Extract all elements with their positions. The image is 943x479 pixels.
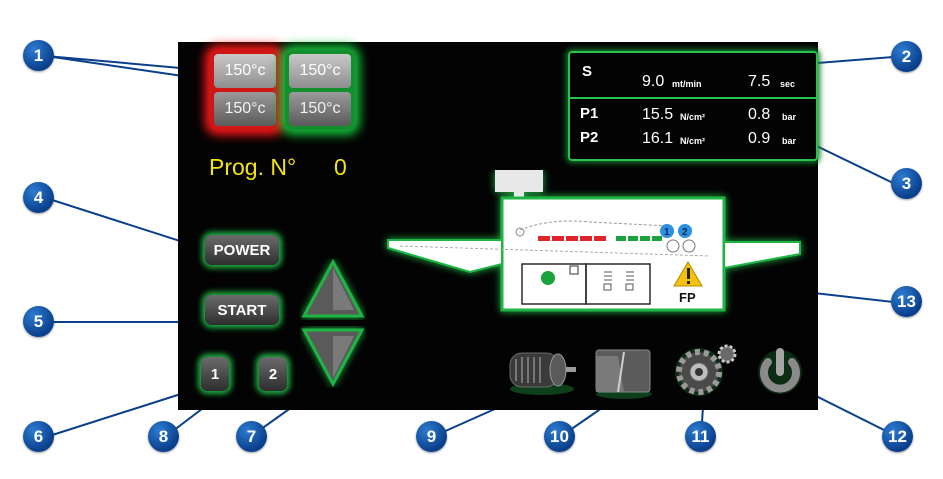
p1-bar-value: 0.8 — [748, 106, 771, 123]
speed-label: S — [582, 63, 593, 80]
motor-icon[interactable] — [500, 345, 580, 401]
heater-1[interactable]: 150°c 150°c — [210, 50, 280, 130]
panel-divider — [570, 97, 816, 99]
arrow-down-button[interactable] — [300, 326, 366, 388]
warning-icon[interactable] — [673, 261, 703, 287]
program-display[interactable]: Prog. N° 0 — [209, 154, 347, 181]
gear-icon[interactable] — [665, 340, 741, 400]
folder-icon[interactable] — [590, 344, 656, 400]
p1-label: P1 — [580, 105, 599, 122]
callout-12: 12 — [882, 421, 913, 452]
callout-4: 4 — [23, 182, 54, 213]
callout-11: 11 — [685, 421, 716, 452]
group-2-button[interactable]: 2 — [259, 357, 287, 391]
green-stations — [616, 236, 662, 241]
station-2-number: 2 — [682, 227, 688, 238]
heater-2-set-temp: 150°c — [289, 54, 351, 88]
program-number: 0 — [334, 154, 347, 180]
callout-1: 1 — [23, 40, 54, 71]
machine-control-mount — [514, 192, 524, 200]
red-stations — [538, 236, 606, 241]
roller — [515, 227, 525, 237]
p2-label: P2 — [580, 129, 599, 146]
group-1-button[interactable]: 1 — [201, 357, 229, 391]
p2-bar-value: 0.9 — [748, 130, 771, 147]
machine-control-box — [495, 170, 543, 192]
heater-2[interactable]: 150°c 150°c — [285, 50, 355, 130]
p1-bar-unit: bar — [782, 112, 797, 122]
warning-label: FP — [679, 290, 696, 305]
outfeed-table — [723, 241, 801, 270]
station-1-number: 1 — [664, 227, 670, 238]
callout-13: 13 — [891, 286, 922, 317]
p2-unit: N/cm² — [680, 136, 706, 146]
callout-3: 3 — [891, 168, 922, 199]
infeed-table — [387, 239, 503, 274]
cabinet-switch — [569, 265, 579, 275]
station-2-badge[interactable] — [678, 224, 692, 238]
p1-value: 15.5 — [642, 106, 674, 123]
station-1-badge[interactable] — [660, 224, 674, 238]
arrow-up-button[interactable] — [300, 258, 366, 320]
electric-cabinet-right — [585, 263, 651, 305]
cycle-time-value: 7.5 — [748, 73, 771, 90]
power-icon[interactable] — [750, 340, 810, 400]
cycle-time-unit: sec — [780, 79, 796, 89]
speed-value: 9.0 — [642, 73, 665, 90]
program-label: Prog. N° — [209, 154, 297, 180]
conveyor-track — [399, 245, 711, 257]
callout-9: 9 — [416, 421, 447, 452]
status-led — [541, 271, 555, 285]
callout-7: 7 — [236, 421, 267, 452]
speed-unit: mt/min — [672, 79, 702, 89]
glue-belt — [519, 220, 671, 231]
pressure-roller-1 — [666, 239, 680, 253]
cabinet-terminal-2 — [625, 283, 634, 291]
pressure-roller-2 — [682, 239, 696, 253]
p1-unit: N/cm² — [680, 112, 706, 122]
power-button[interactable]: POWER — [205, 235, 279, 265]
start-button[interactable]: START — [205, 295, 279, 325]
heater-2-actual-temp: 150°c — [289, 92, 351, 126]
cabinet-terminal-1 — [603, 283, 612, 291]
callout-2: 2 — [891, 41, 922, 72]
callout-10: 10 — [544, 421, 575, 452]
heater-1-actual-temp: 150°c — [214, 92, 276, 126]
callout-6: 6 — [23, 421, 54, 452]
heater-1-set-temp: 150°c — [214, 54, 276, 88]
edgebander-machine-diagram[interactable]: 1 2 FP — [380, 170, 810, 320]
p2-bar-unit: bar — [782, 136, 797, 146]
callout-5: 5 — [23, 306, 54, 337]
speed-pressure-panel[interactable]: S 9.0 mt/min 7.5 sec P1 15.5 N/cm² 0.8 b… — [568, 51, 818, 161]
callout-8: 8 — [148, 421, 179, 452]
p2-value: 16.1 — [642, 130, 674, 147]
